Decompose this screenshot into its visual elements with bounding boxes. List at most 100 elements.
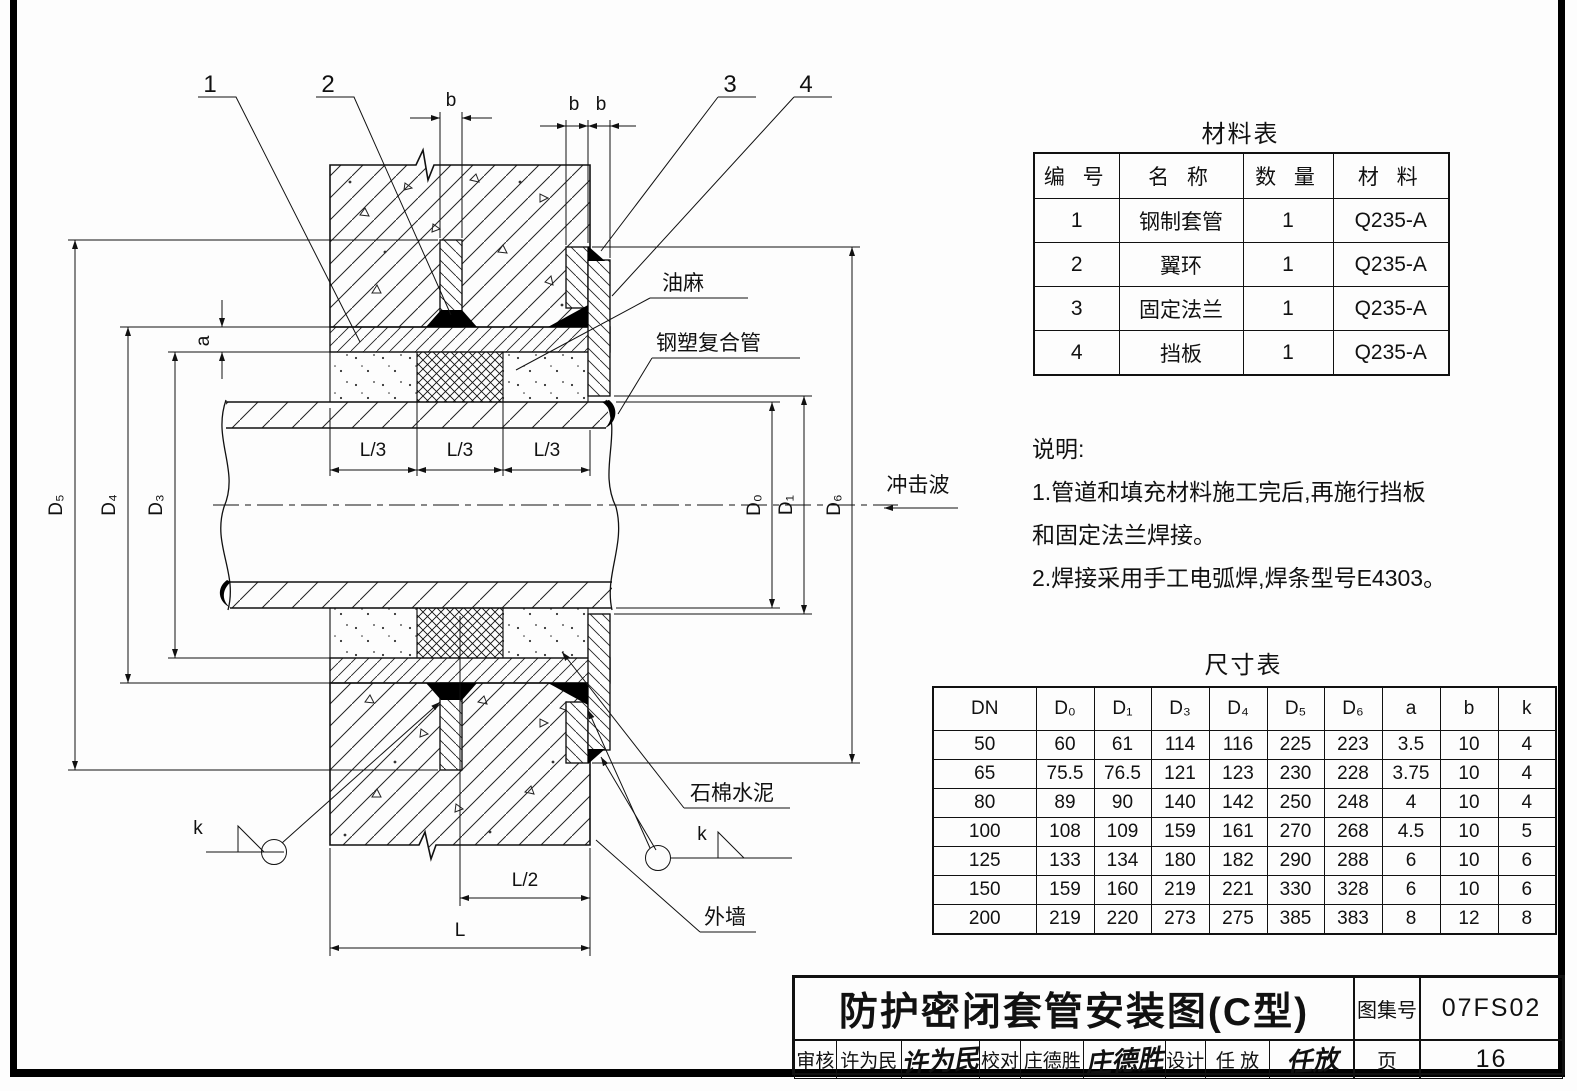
table-cell: 3.75 [1381,759,1441,789]
size-table-title: 尺寸表 [1204,652,1283,679]
table-cell: 61 [1093,730,1152,760]
table-cell: 12 [1439,904,1499,935]
installation-drawing: 1 2 3 4 b b b D₅ D₄ D₃ a D₀ D₁ D₆ L/3 L/… [46,71,958,956]
table-cell: 4 [1033,330,1120,376]
dim-l: L [455,920,466,941]
drawing-title: 防护密闭套管安装图(C型) [794,977,1354,1040]
table-cell: 116 [1208,730,1268,760]
table-cell: 10 [1439,846,1499,876]
wing-ring [439,239,463,771]
design-label: 设计 [1166,1041,1206,1078]
page-number: 16 [1420,1040,1563,1079]
weld-fillets [426,246,605,764]
table-cell: 108 [1035,817,1095,847]
table-cell: 383 [1323,904,1383,935]
table-cell: 230 [1266,759,1325,789]
table-cell: 1 [1033,198,1120,243]
table-cell: 275 [1208,904,1268,935]
table-cell: 273 [1150,904,1210,935]
table-cell: 1 [1242,198,1334,243]
table-cell: 10 [1439,759,1499,789]
table-cell: 60 [1035,730,1095,760]
dim-l2: L/2 [512,870,538,891]
table-cell: 150 [932,875,1037,905]
table-cell: 268 [1323,817,1383,847]
table-cell: 固定法兰 [1118,286,1244,331]
table-cell: 50 [932,730,1037,760]
drawing-labels: 1 2 3 4 b b b D₅ D₄ D₃ a D₀ D₁ D₆ L/3 L/… [46,71,950,941]
concrete-dots [343,180,564,837]
notes-line: 说明: [1032,436,1085,462]
table-cell: 4 [1497,759,1557,789]
table-cell: 10 [1439,730,1499,760]
table-cell: 114 [1150,730,1210,760]
table-cell: 133 [1035,846,1095,876]
table-cell: 75.5 [1035,759,1095,789]
table-cell: 10 [1439,875,1499,905]
table-header-cell: 材 料 [1332,152,1450,199]
pipe-break-left [220,399,231,611]
table-cell: 钢制套管 [1118,198,1244,243]
pipe-break-right [605,399,620,611]
label-composite-pipe: 钢塑复合管 [656,332,761,355]
table-cell: 10 [1439,817,1499,847]
atlas-number-label: 图集号 [1354,977,1420,1040]
table-cell: Q235-A [1332,198,1450,243]
table-header-cell: D₀ [1035,686,1095,731]
table-cell: Q235-A [1332,330,1450,376]
table-cell: 4 [1497,788,1557,818]
table-cell: 100 [932,817,1037,847]
table-cell: 8 [1497,904,1557,935]
table-cell: 200 [932,904,1037,935]
dim-b-plate: b [596,94,607,115]
gap-filling [329,351,589,659]
table-cell: 5 [1497,817,1557,847]
title-block: 防护密闭套管安装图(C型) 图集号 07FS02 审核 许为民 许为民 校对 庄… [792,975,1565,1080]
table-cell: 121 [1150,759,1210,789]
table-header-cell: k [1497,686,1557,731]
table-header-cell: D₆ [1323,686,1383,731]
table-cell: 221 [1208,875,1268,905]
table-cell: 90 [1093,788,1152,818]
audit-signature: 许为民 [900,1041,980,1080]
composite-pipe [213,399,898,611]
check-label: 校对 [980,1041,1022,1078]
table-cell: 6 [1381,875,1441,905]
table-cell: 6 [1381,846,1441,876]
table-cell: 76.5 [1093,759,1152,789]
table-header-cell: 数 量 [1242,152,1334,199]
page-border-bottom [10,1069,1565,1077]
table-cell: 248 [1323,788,1383,818]
dim-b-wing-ring: b [446,90,457,111]
page-label: 页 [1354,1040,1420,1079]
table-cell: 385 [1266,904,1325,935]
checker-name: 庄德胜 [1021,1041,1085,1078]
page-border-right [1558,0,1565,1077]
atlas-number: 07FS02 [1420,977,1563,1040]
notes: 说明: 1.管道和填充材料施工完后,再施行挡板 和固定法兰焊接。 2.焊接采用手… [1032,428,1572,600]
table-cell: 219 [1150,875,1210,905]
table-cell: 220 [1093,904,1152,935]
table-cell: 159 [1035,875,1095,905]
callout-2: 2 [321,71,334,98]
table-cell: 1 [1242,242,1334,287]
dim-d3: D₃ [146,494,167,515]
design-signature: 任放 [1284,1045,1339,1079]
dim-d6: D₆ [824,494,845,515]
dim-l3-1: L/3 [360,440,386,461]
table-cell: 180 [1150,846,1210,876]
table-cell: 288 [1323,846,1383,876]
label-oakum: 油麻 [662,272,704,295]
